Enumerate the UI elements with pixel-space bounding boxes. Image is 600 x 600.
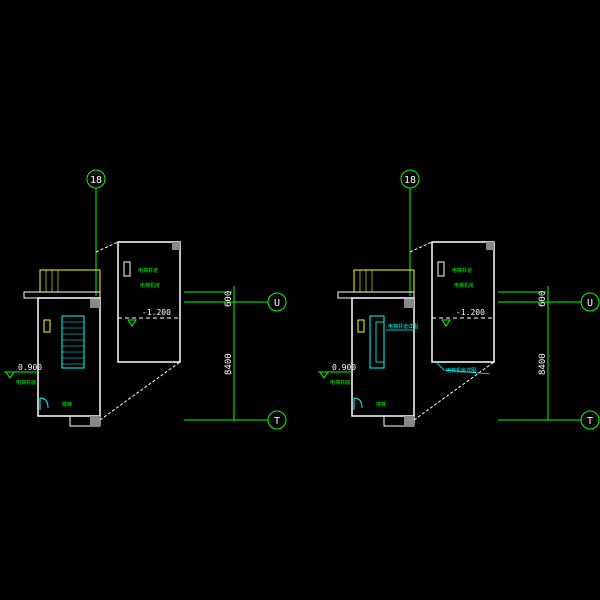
plan-left: 18 U T 600 8400 电梯井道 电梯机房 -1.200	[4, 169, 287, 430]
lower-room-column-right	[404, 416, 414, 426]
lower-tag-left: 电梯井底	[16, 379, 36, 386]
dim-600-left: 600	[224, 291, 234, 307]
elevator-counterweight-right	[375, 321, 385, 363]
upper-room-door-left	[123, 261, 131, 277]
upper-room-door-right	[437, 261, 445, 277]
grid-bubble-18-right	[400, 169, 420, 189]
lower-level-left: 0.900	[18, 363, 42, 372]
upper-room-right	[431, 241, 495, 363]
upper-room-tag1-right: 电梯井道	[452, 267, 472, 274]
projection-line-top-right	[409, 241, 433, 253]
upper-room-left	[117, 241, 181, 363]
grid-label-u-right: U	[587, 298, 593, 309]
grid-label-18-left: 18	[90, 175, 102, 186]
stair-flight-left	[61, 315, 85, 369]
door-swing-right	[353, 397, 363, 409]
slab-strip-left	[23, 291, 101, 299]
upper-level-marker-left	[127, 319, 137, 327]
note-shaft-right: 电梯井道详图	[388, 323, 418, 330]
grid-label-18-right: 18	[404, 175, 416, 186]
upper-level-marker-right	[441, 319, 451, 327]
lower-level-marker-left	[5, 371, 15, 379]
lower-level-marker-right	[319, 371, 329, 379]
upper-room-tag2-right: 电梯机房	[454, 282, 474, 289]
dim-8400-left: 8400	[224, 353, 234, 375]
upper-room-column-right	[486, 242, 494, 250]
slab-strip-right	[337, 291, 415, 299]
entry-tag-left: 楼梯	[62, 401, 72, 408]
upper-room-tag2-left: 电梯机房	[140, 282, 160, 289]
upper-room-column-left	[172, 242, 180, 250]
grid-label-t-left: T	[274, 416, 280, 427]
door-swing-left	[39, 397, 49, 409]
plan-right: 18 U T 600 8400 电梯井道 电梯机房 -1.200 楼梯 电梯	[318, 169, 600, 430]
projection-line-top-left	[95, 241, 119, 253]
grid-bubble-u-right	[580, 292, 600, 312]
lower-room-column-left	[90, 416, 100, 426]
note-leader2-right	[435, 361, 491, 375]
grid-bubble-18-left	[86, 169, 106, 189]
grid-label-t-right: T	[587, 416, 593, 427]
entry-tag-right: 楼梯	[376, 401, 386, 408]
lower-room-column2-right	[404, 298, 414, 308]
upper-level-right: -1.200	[456, 308, 485, 317]
upper-room-tag1-left: 电梯井道	[138, 267, 158, 274]
dim-600-right: 600	[538, 291, 548, 307]
projection-line-bottom-right	[413, 361, 495, 421]
grid-label-u-left: U	[274, 298, 280, 309]
dim-8400-right: 8400	[538, 353, 548, 375]
projection-line-bottom-left	[99, 361, 181, 421]
lower-room-column2-left	[90, 298, 100, 308]
upper-level-left: -1.200	[142, 308, 171, 317]
grid-bubble-t-right	[580, 410, 600, 430]
lower-room-door-right	[357, 319, 365, 333]
lower-room-door-left	[43, 319, 51, 333]
grid-bubble-u-left	[267, 292, 287, 312]
grid-bubble-t-left	[267, 410, 287, 430]
lower-level-right: 0.900	[332, 363, 356, 372]
note-machine-right: 电梯机房详图	[446, 367, 476, 374]
lower-tag-right: 电梯井底	[330, 379, 350, 386]
